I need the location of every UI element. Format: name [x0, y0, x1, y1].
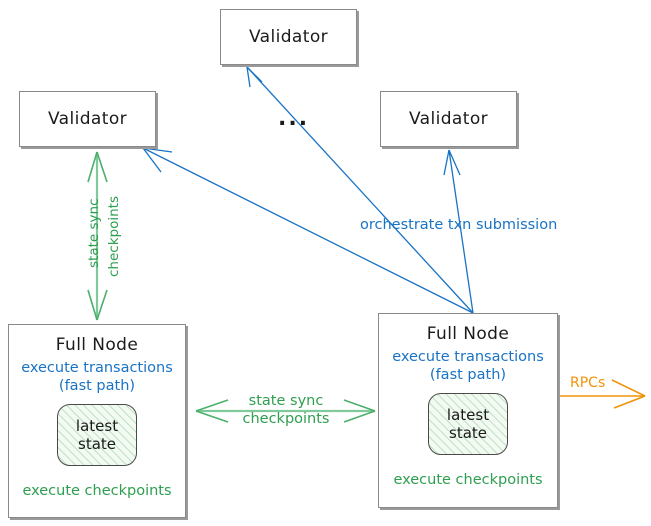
full-node-right-fastpath-line1: execute transactions	[392, 349, 544, 365]
full-node-left-latest-state-line2: state	[78, 435, 116, 454]
full-node-left-title: Full Node	[55, 335, 139, 355]
full-node-left-fastpath-line2: (fast path)	[58, 377, 136, 394]
full-node-right-checkpoints: execute checkpoints	[393, 472, 543, 489]
full-node-right-latest-state-line1: latest	[446, 406, 490, 425]
edge-orchestrate-label: orchestrate txn submission	[360, 217, 558, 233]
full-node-right-latest-state-line2: state	[449, 424, 487, 443]
full-node-left-latest-state-line1: latest	[75, 417, 119, 436]
full-node-right-fastpath-line2: (fast path)	[429, 366, 507, 383]
edge-rpcs-label: RPCs	[570, 375, 606, 391]
edge-vertical-checkpoints-label: checkpoints	[106, 196, 122, 277]
full-node-left-latest-state[interactable]: latest state	[57, 404, 137, 467]
full-node-right-title: Full Node	[426, 324, 510, 344]
validator-left-label: Validator	[47, 109, 128, 129]
full-node-left-checkpoints: execute checkpoints	[22, 483, 172, 500]
edge-horizontal-state-sync-label: state sync checkpoints	[221, 392, 351, 428]
validator-top-box[interactable]: Validator	[220, 9, 357, 65]
validator-right-box[interactable]: Validator	[380, 91, 517, 147]
full-node-left-fastpath: execute transactions (fast path)	[21, 360, 173, 395]
validator-top-label: Validator	[248, 27, 329, 47]
full-node-right-latest-state[interactable]: latest state	[428, 393, 508, 456]
full-node-right-fastpath: execute transactions (fast path)	[392, 349, 544, 384]
full-node-right-box[interactable]: Full Node execute transactions (fast pat…	[378, 313, 558, 508]
validators-ellipsis: ...	[278, 106, 310, 131]
full-node-left-box[interactable]: Full Node execute transactions (fast pat…	[8, 324, 186, 518]
edge-horizontal-line1: state sync	[248, 393, 324, 409]
full-node-left-fastpath-line1: execute transactions	[21, 360, 173, 376]
edge-vertical-state-sync-label: state sync	[86, 198, 102, 269]
edge-horizontal-line2: checkpoints	[242, 411, 330, 428]
validator-left-box[interactable]: Validator	[19, 91, 156, 147]
validator-right-label: Validator	[408, 109, 489, 129]
